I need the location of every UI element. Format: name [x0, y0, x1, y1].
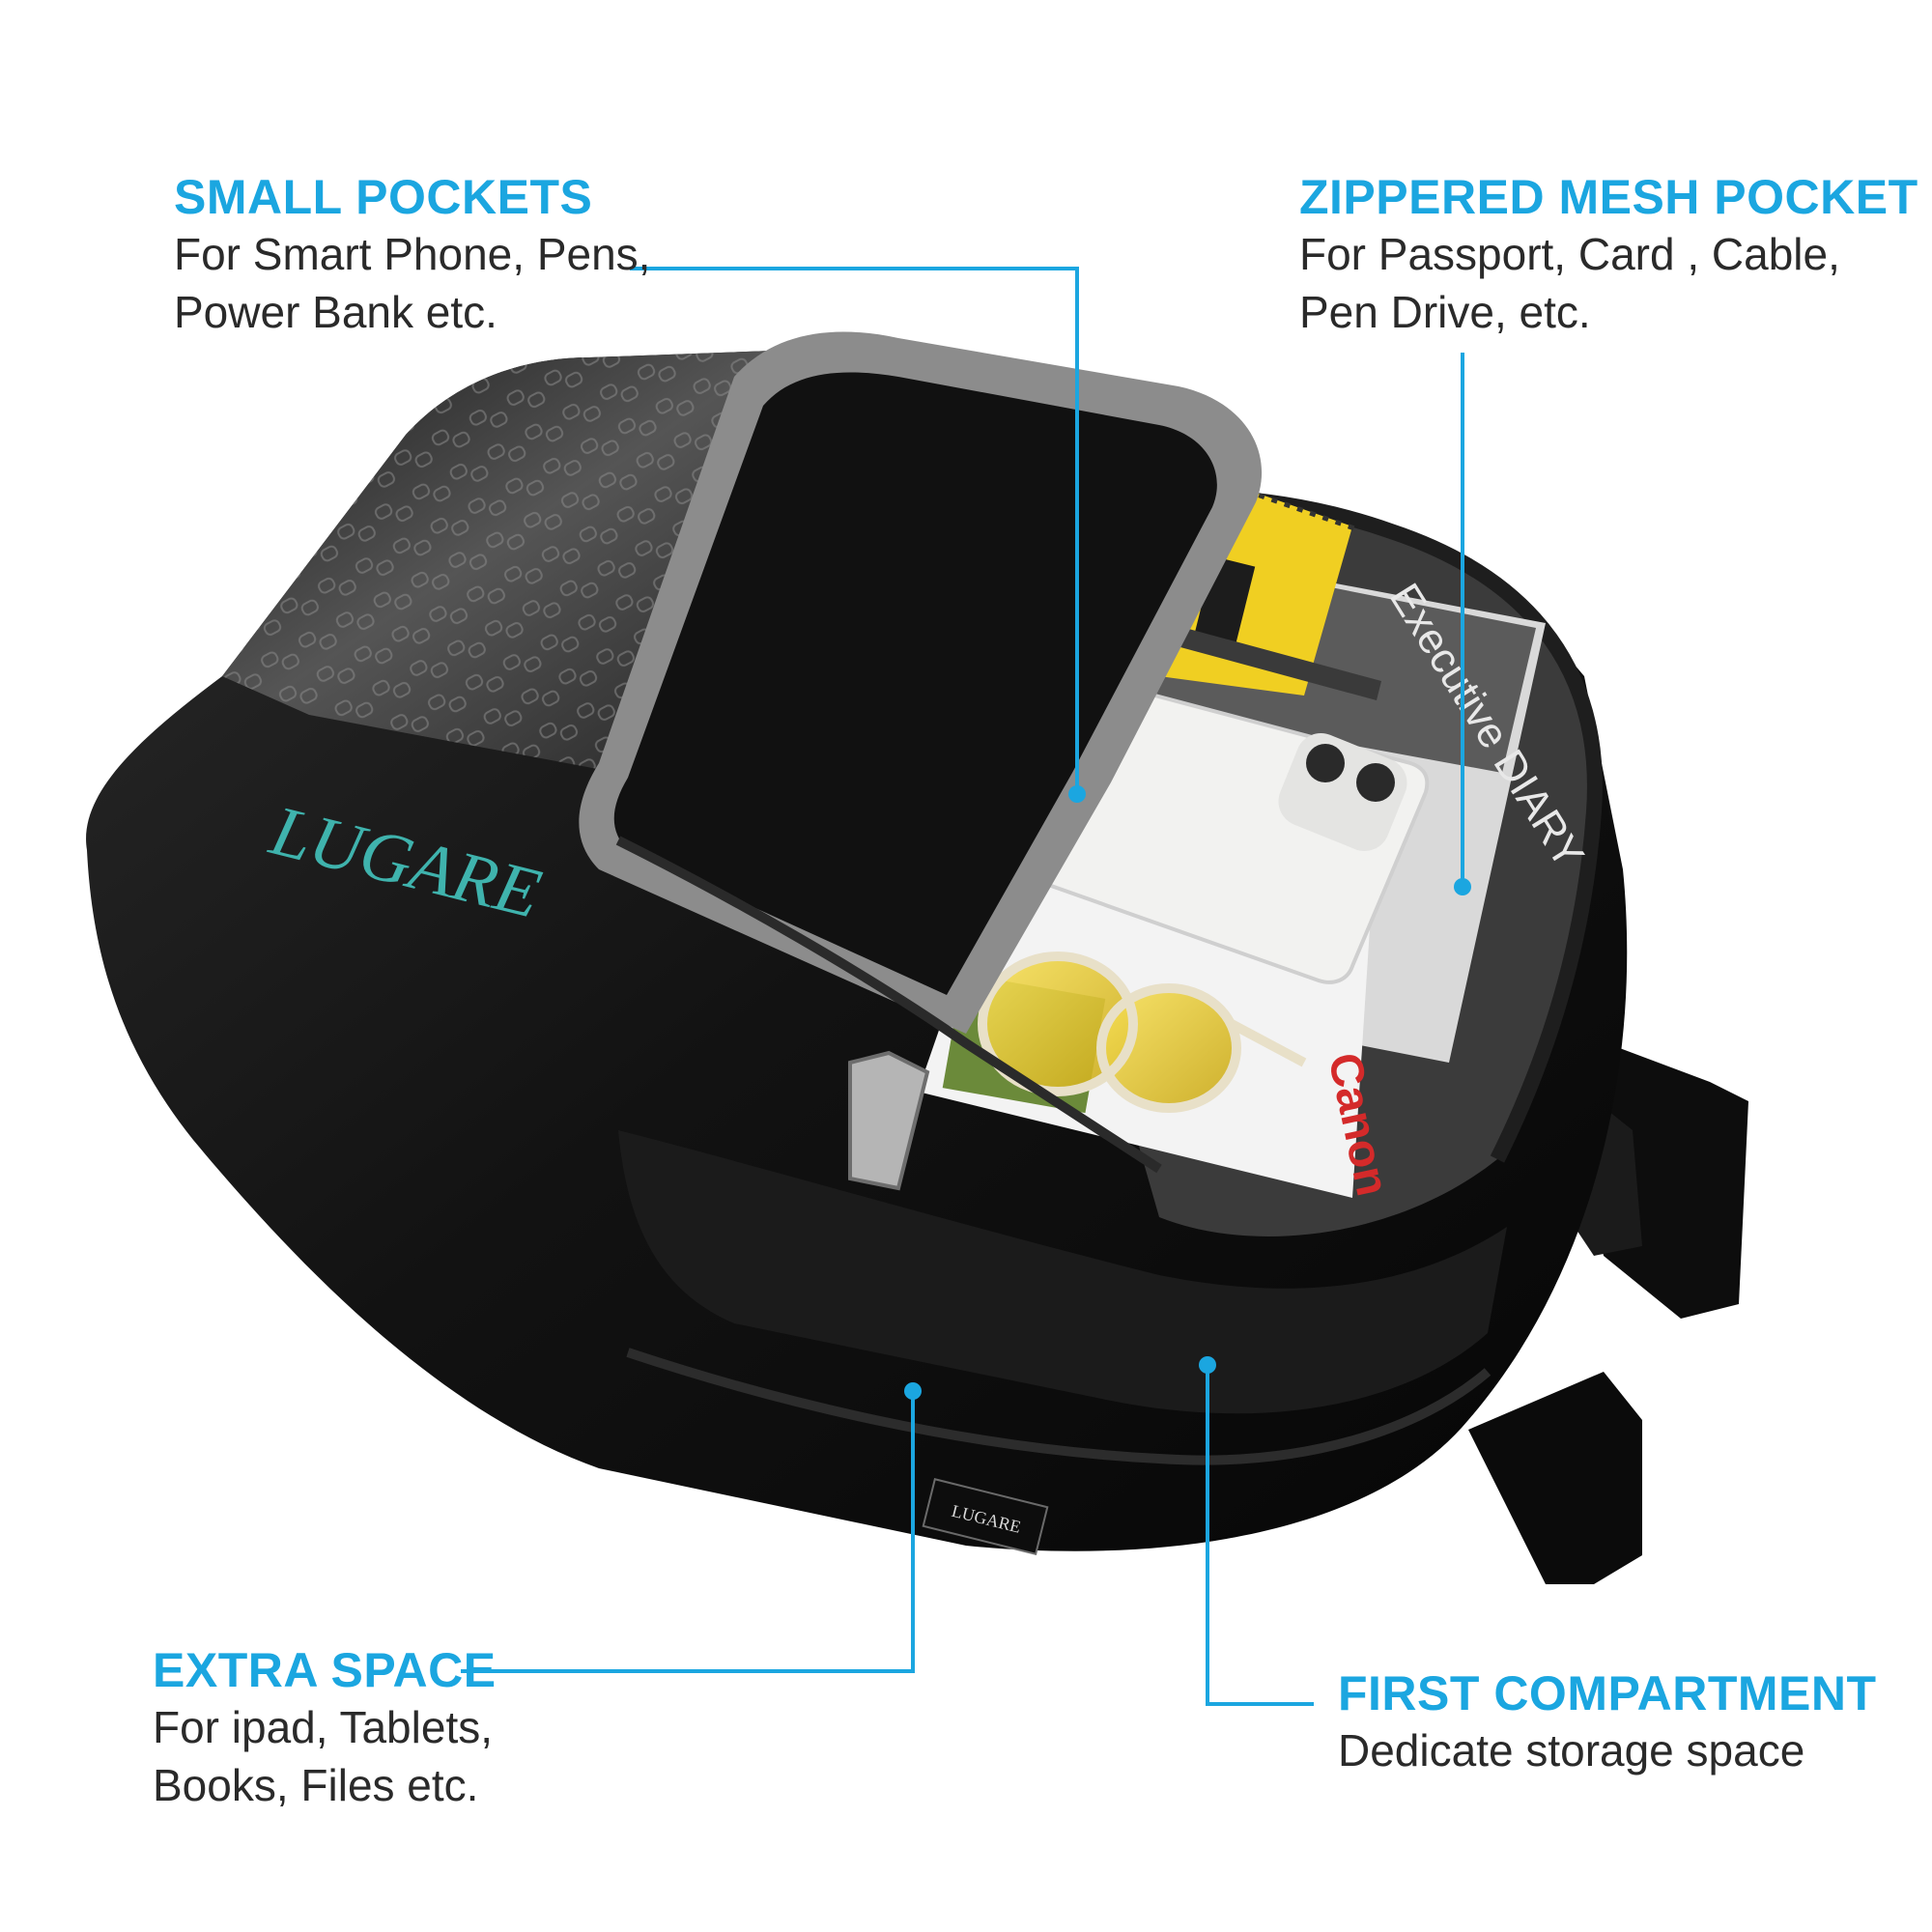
front-pocket-flap: [579, 331, 1263, 1034]
callout-title: EXTRA SPACE: [153, 1643, 497, 1697]
callout-zippered-mesh-pocket: ZIPPERED MESH POCKET For Passport, Card …: [1299, 169, 1918, 341]
callout-first-compartment: FIRST COMPARTMENT Dedicate storage space: [1338, 1665, 1877, 1779]
callout-description: Dedicate storage space: [1338, 1721, 1877, 1779]
leader-dots: [904, 785, 1471, 1400]
top-panel-pattern: [222, 348, 850, 773]
callout-extra-space: EXTRA SPACE For ipad, Tablets, Books, Fi…: [153, 1642, 497, 1814]
callout-line: Pen Drive, etc.: [1299, 287, 1591, 337]
brand-tag: LUGARE: [922, 1478, 1049, 1555]
leader-first-compartment: [1206, 1365, 1314, 1706]
callout-line: Books, Files etc.: [153, 1760, 479, 1810]
dot-extra-space: [904, 1382, 922, 1400]
callout-description: For Smart Phone, Pens, Power Bank etc.: [174, 225, 650, 341]
callout-description: For Passport, Card , Cable, Pen Drive, e…: [1299, 225, 1918, 341]
callout-line: For Passport, Card , Cable,: [1299, 229, 1840, 279]
lower-pocket-zipper: [626, 1348, 1492, 1465]
leader-small-pockets: [630, 267, 1079, 794]
callout-small-pockets: SMALL POCKETS For Smart Phone, Pens, Pow…: [174, 169, 650, 341]
callout-line: Dedicate storage space: [1338, 1725, 1805, 1776]
callout-line: For Smart Phone, Pens,: [174, 229, 651, 279]
zipper-pull: [848, 1050, 930, 1191]
callout-line: Power Bank etc.: [174, 287, 497, 337]
callout-description: For ipad, Tablets, Books, Files etc.: [153, 1698, 497, 1814]
leader-lines: [461, 267, 1464, 1706]
callout-title: ZIPPERED MESH POCKET: [1299, 170, 1918, 224]
front-pocket-zipper: [615, 836, 1162, 1174]
leader-extra-space: [461, 1391, 915, 1673]
callout-title: FIRST COMPARTMENT: [1338, 1666, 1877, 1720]
lower-pocket: [618, 1130, 1507, 1414]
dot-first-compartment: [1199, 1356, 1216, 1374]
dot-small-pockets: [1068, 785, 1086, 803]
callout-line: For ipad, Tablets,: [153, 1702, 494, 1752]
callout-title: SMALL POCKETS: [174, 170, 593, 224]
pen: [1145, 618, 1381, 700]
dot-mesh-pocket: [1454, 878, 1471, 895]
